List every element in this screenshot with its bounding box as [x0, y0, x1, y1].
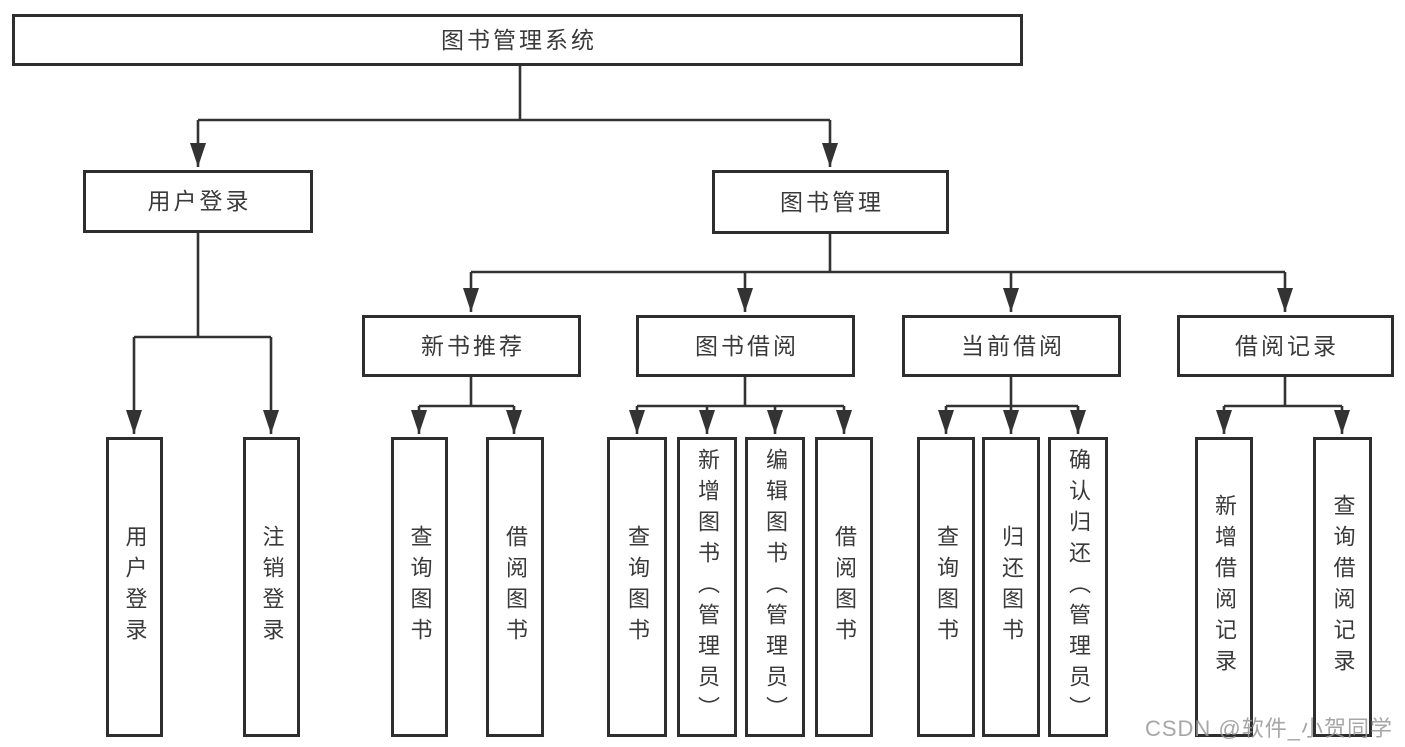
node-current-borrow-label: 当前借阅 [961, 332, 1065, 359]
node-book-borrow-label: 图书借阅 [695, 332, 799, 359]
leaf-current-query-books: 查询图书 [917, 437, 975, 737]
leaf-add-borrow-record-label: 新增借阅记录 [1212, 494, 1237, 680]
leaf-edit-books-admin: 编辑图书（管理员） [745, 437, 805, 737]
node-new-book-recommend: 新书推荐 [362, 315, 581, 377]
node-current-borrow: 当前借阅 [902, 315, 1121, 377]
leaf-current-query-books-label: 查询图书 [934, 525, 959, 649]
leaf-user-login-label: 用户登录 [122, 525, 148, 649]
leaf-add-books-admin-label: 新增图书（管理员） [695, 447, 720, 727]
node-borrow-record-label: 借阅记录 [1235, 332, 1339, 359]
leaf-query-borrow-record-label: 查询借阅记录 [1330, 494, 1356, 680]
leaf-confirm-return-admin-label: 确认归还（管理员） [1066, 447, 1091, 727]
leaf-add-borrow-record: 新增借阅记录 [1195, 437, 1253, 737]
watermark-text: CSDN @软件_小贺同学 [1144, 716, 1393, 741]
node-library-system-label: 图书管理系统 [441, 26, 597, 53]
node-borrow-record: 借阅记录 [1177, 315, 1394, 377]
node-book-borrow: 图书借阅 [636, 315, 855, 377]
node-user-login-label: 用户登录 [147, 188, 252, 214]
leaf-user-login: 用户登录 [106, 437, 163, 737]
node-book-management: 图书管理 [712, 170, 949, 234]
leaf-logout-login: 注销登录 [243, 437, 300, 737]
leaf-edit-books-admin-label: 编辑图书（管理员） [763, 447, 788, 727]
leaf-borrow-query-books: 查询图书 [607, 437, 667, 737]
node-user-login: 用户登录 [83, 170, 313, 233]
leaf-recommend-query-books-label: 查询图书 [407, 525, 433, 649]
leaf-return-books-label: 归还图书 [999, 525, 1024, 649]
leaf-return-books: 归还图书 [982, 437, 1040, 737]
leaf-borrow-borrow-books: 借阅图书 [815, 437, 873, 737]
node-library-system: 图书管理系统 [12, 14, 1023, 66]
leaf-recommend-borrow-books-label: 借阅图书 [503, 525, 528, 649]
leaf-borrow-borrow-books-label: 借阅图书 [832, 525, 857, 649]
node-new-book-recommend-label: 新书推荐 [421, 332, 525, 359]
leaf-recommend-query-books: 查询图书 [391, 437, 448, 737]
leaf-add-books-admin: 新增图书（管理员） [677, 437, 737, 737]
node-book-management-label: 图书管理 [780, 188, 884, 215]
leaf-borrow-query-books-label: 查询图书 [625, 525, 650, 649]
leaf-logout-login-label: 注销登录 [259, 525, 285, 649]
leaf-confirm-return-admin: 确认归还（管理员） [1048, 437, 1108, 737]
leaf-query-borrow-record: 查询借阅记录 [1313, 437, 1372, 737]
leaf-recommend-borrow-books: 借阅图书 [486, 437, 544, 737]
